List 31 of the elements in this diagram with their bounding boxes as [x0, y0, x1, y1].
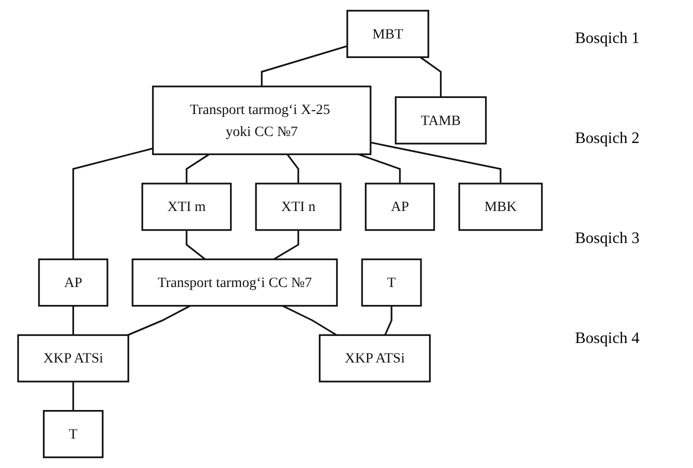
node-box: AP	[364, 182, 435, 231]
node-box: TAMB	[394, 96, 487, 144]
node-box: MBK	[458, 182, 543, 231]
connector-line	[186, 230, 206, 260]
node-box: XTI m	[141, 182, 232, 231]
connector-line	[420, 56, 442, 98]
connector-line	[72, 306, 74, 336]
connector-line	[286, 154, 300, 184]
connector-line	[128, 305, 191, 336]
connector-line	[282, 305, 337, 336]
stage-label: Bosqich 4	[575, 330, 640, 348]
node-box: XTI n	[255, 182, 342, 231]
node-box: AP	[38, 258, 108, 307]
stage-label: Bosqich 1	[575, 30, 640, 48]
node-box: T	[42, 410, 104, 458]
connector-line	[186, 154, 210, 184]
node-box: MBT	[346, 10, 430, 58]
connector-line	[358, 153, 401, 184]
stage-label: Bosqich 2	[575, 130, 640, 148]
connector-line	[384, 306, 392, 336]
connector-line	[370, 142, 502, 184]
connector-line	[72, 148, 154, 260]
node-box: XKP ATSi	[318, 334, 431, 382]
stage-label: Bosqich 3	[575, 230, 640, 248]
node-box: Transport tarmog‘i CC №7	[132, 258, 338, 307]
connector-line	[72, 382, 74, 411]
connector-line	[273, 230, 300, 260]
connector-line	[260, 45, 348, 86]
node-box: XKP ATSi	[17, 334, 130, 382]
node-box: T	[361, 258, 422, 307]
node-box: Transport tarmog‘i X-25 yoki CC №7	[152, 86, 372, 156]
